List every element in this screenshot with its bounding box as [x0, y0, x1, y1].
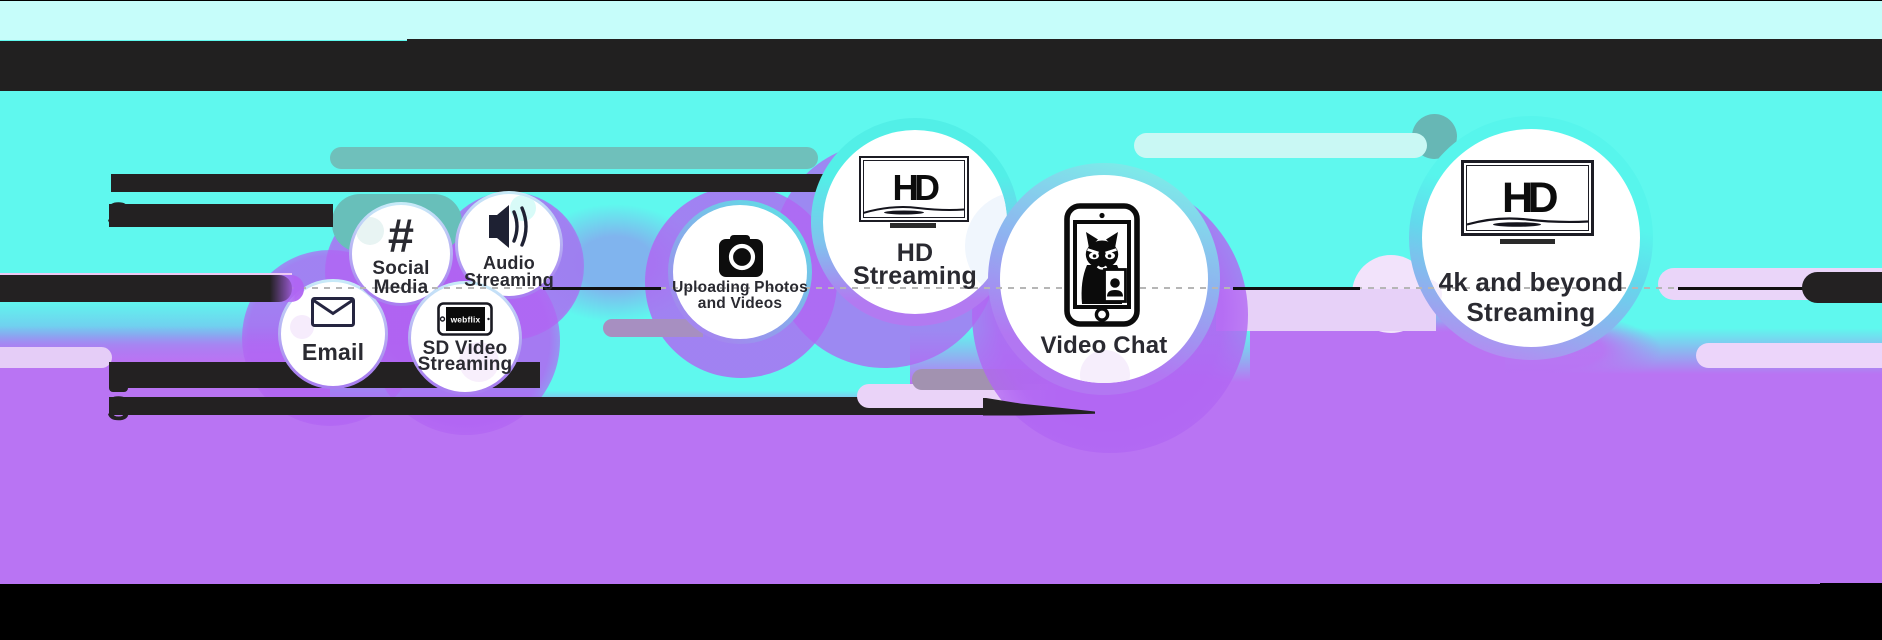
- svg-text:webflix: webflix: [450, 315, 481, 325]
